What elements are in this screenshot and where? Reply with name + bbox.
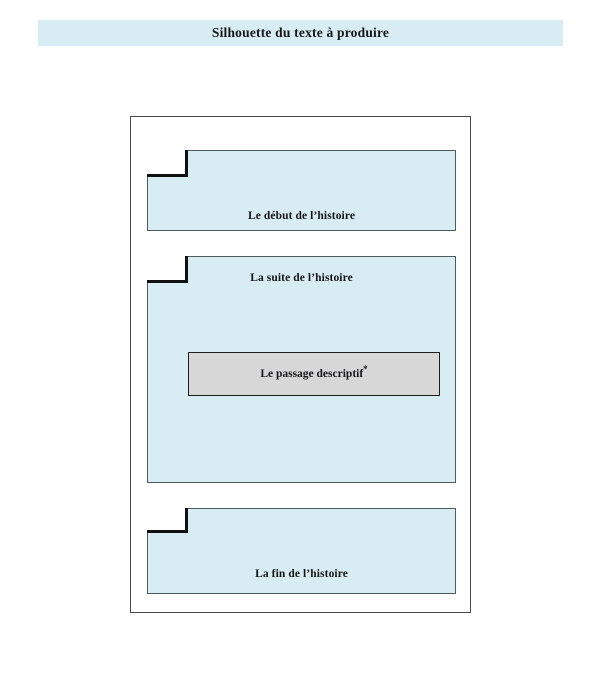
block-fin-histoire: La fin de l’histoire — [147, 508, 456, 594]
block-fin-label: La fin de l’histoire — [255, 568, 348, 580]
text-silhouette-frame: Le début de l’histoire La suite de l’his… — [130, 116, 471, 613]
block-shape: La suite de l’histoire Le passage descri… — [147, 256, 456, 483]
block-debut-histoire: Le début de l’histoire — [147, 150, 456, 231]
paragraph-indent-notch-icon — [147, 150, 188, 177]
footnote-marker: * — [363, 364, 368, 375]
passage-descriptif-box: Le passage descriptif* — [188, 352, 440, 396]
page-title-banner: Silhouette du texte à produire — [38, 20, 563, 46]
paragraph-indent-notch-icon — [147, 508, 188, 533]
passage-descriptif-text: Le passage descriptif — [260, 368, 364, 380]
block-shape: Le début de l’histoire — [147, 150, 456, 231]
block-debut-label: Le début de l’histoire — [247, 210, 356, 222]
block-suite-histoire: La suite de l’histoire Le passage descri… — [147, 256, 456, 483]
passage-descriptif-label: Le passage descriptif* — [260, 365, 367, 380]
page-title: Silhouette du texte à produire — [211, 25, 390, 40]
paragraph-indent-notch-icon — [147, 256, 188, 283]
block-suite-label: La suite de l’histoire — [250, 272, 353, 284]
block-shape: La fin de l’histoire — [147, 508, 456, 594]
